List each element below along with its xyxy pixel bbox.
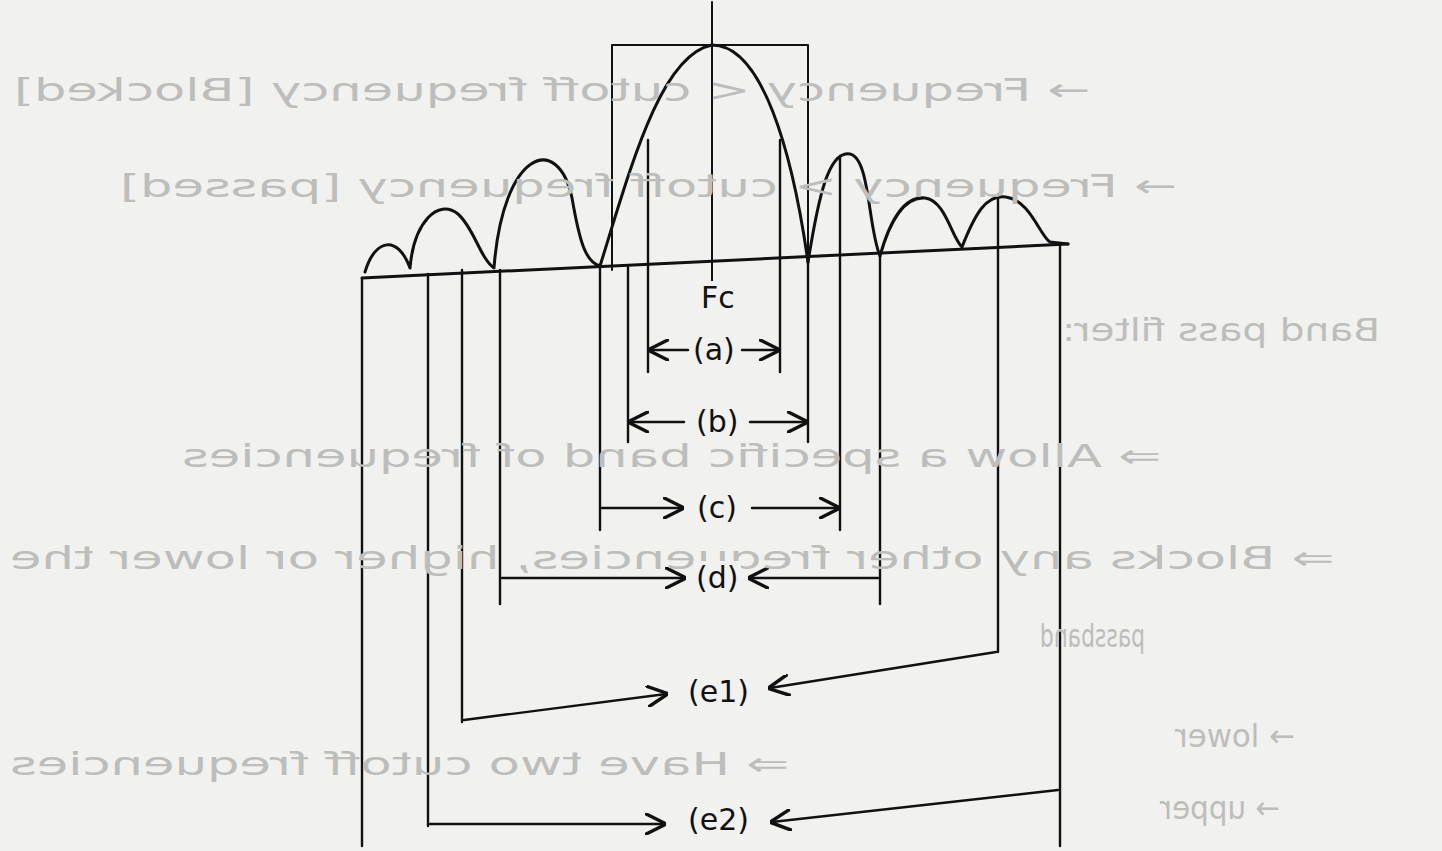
show-through-note: → Frequency > cutoff frequency [passed]: [120, 168, 1177, 205]
dimension-arrow: [602, 507, 682, 509]
dimension-arrow: [752, 507, 838, 509]
dimension-arrow: [502, 577, 684, 579]
dimension-arrow: [770, 652, 996, 688]
dimension-arrow: [750, 577, 878, 579]
show-through-note: → upper: [1160, 790, 1280, 827]
show-through-note: ⇒ Blocks any other frequencies, higher o…: [10, 540, 1335, 577]
bandwidth-label: (c): [694, 491, 740, 526]
dimension-arrow: [650, 349, 688, 351]
bandwidth-label: Fc: [698, 281, 738, 316]
dimension-arrow: [630, 421, 684, 423]
bandwidth-label: (e1): [685, 675, 752, 710]
bandwidth-label: (d): [693, 561, 741, 596]
bandwidth-label: (b): [693, 405, 741, 440]
dimension-line: [628, 262, 808, 442]
bandwidth-label: (e2): [685, 803, 752, 838]
dimension-arrow: [430, 823, 664, 825]
show-through-note: → Frequency < cutoff frequency [Blocked]: [14, 72, 1090, 109]
frequency-axis: [362, 244, 1068, 278]
dimension-arrow: [464, 694, 666, 720]
dimension-arrow: [772, 790, 1058, 822]
dimension-arrow: [750, 421, 806, 423]
show-through-note: ⇒ Have two cutoff frequencies: [10, 746, 789, 783]
show-through-note: → lower: [1175, 718, 1295, 755]
show-through-note: Band pass filter:: [1062, 312, 1380, 349]
show-through-note: ⇒ Allow a specific band of frequencies: [182, 438, 1161, 475]
show-through-note: passband: [1040, 618, 1145, 655]
dimension-arrow: [742, 349, 778, 351]
bandwidth-label: (a): [690, 333, 738, 368]
